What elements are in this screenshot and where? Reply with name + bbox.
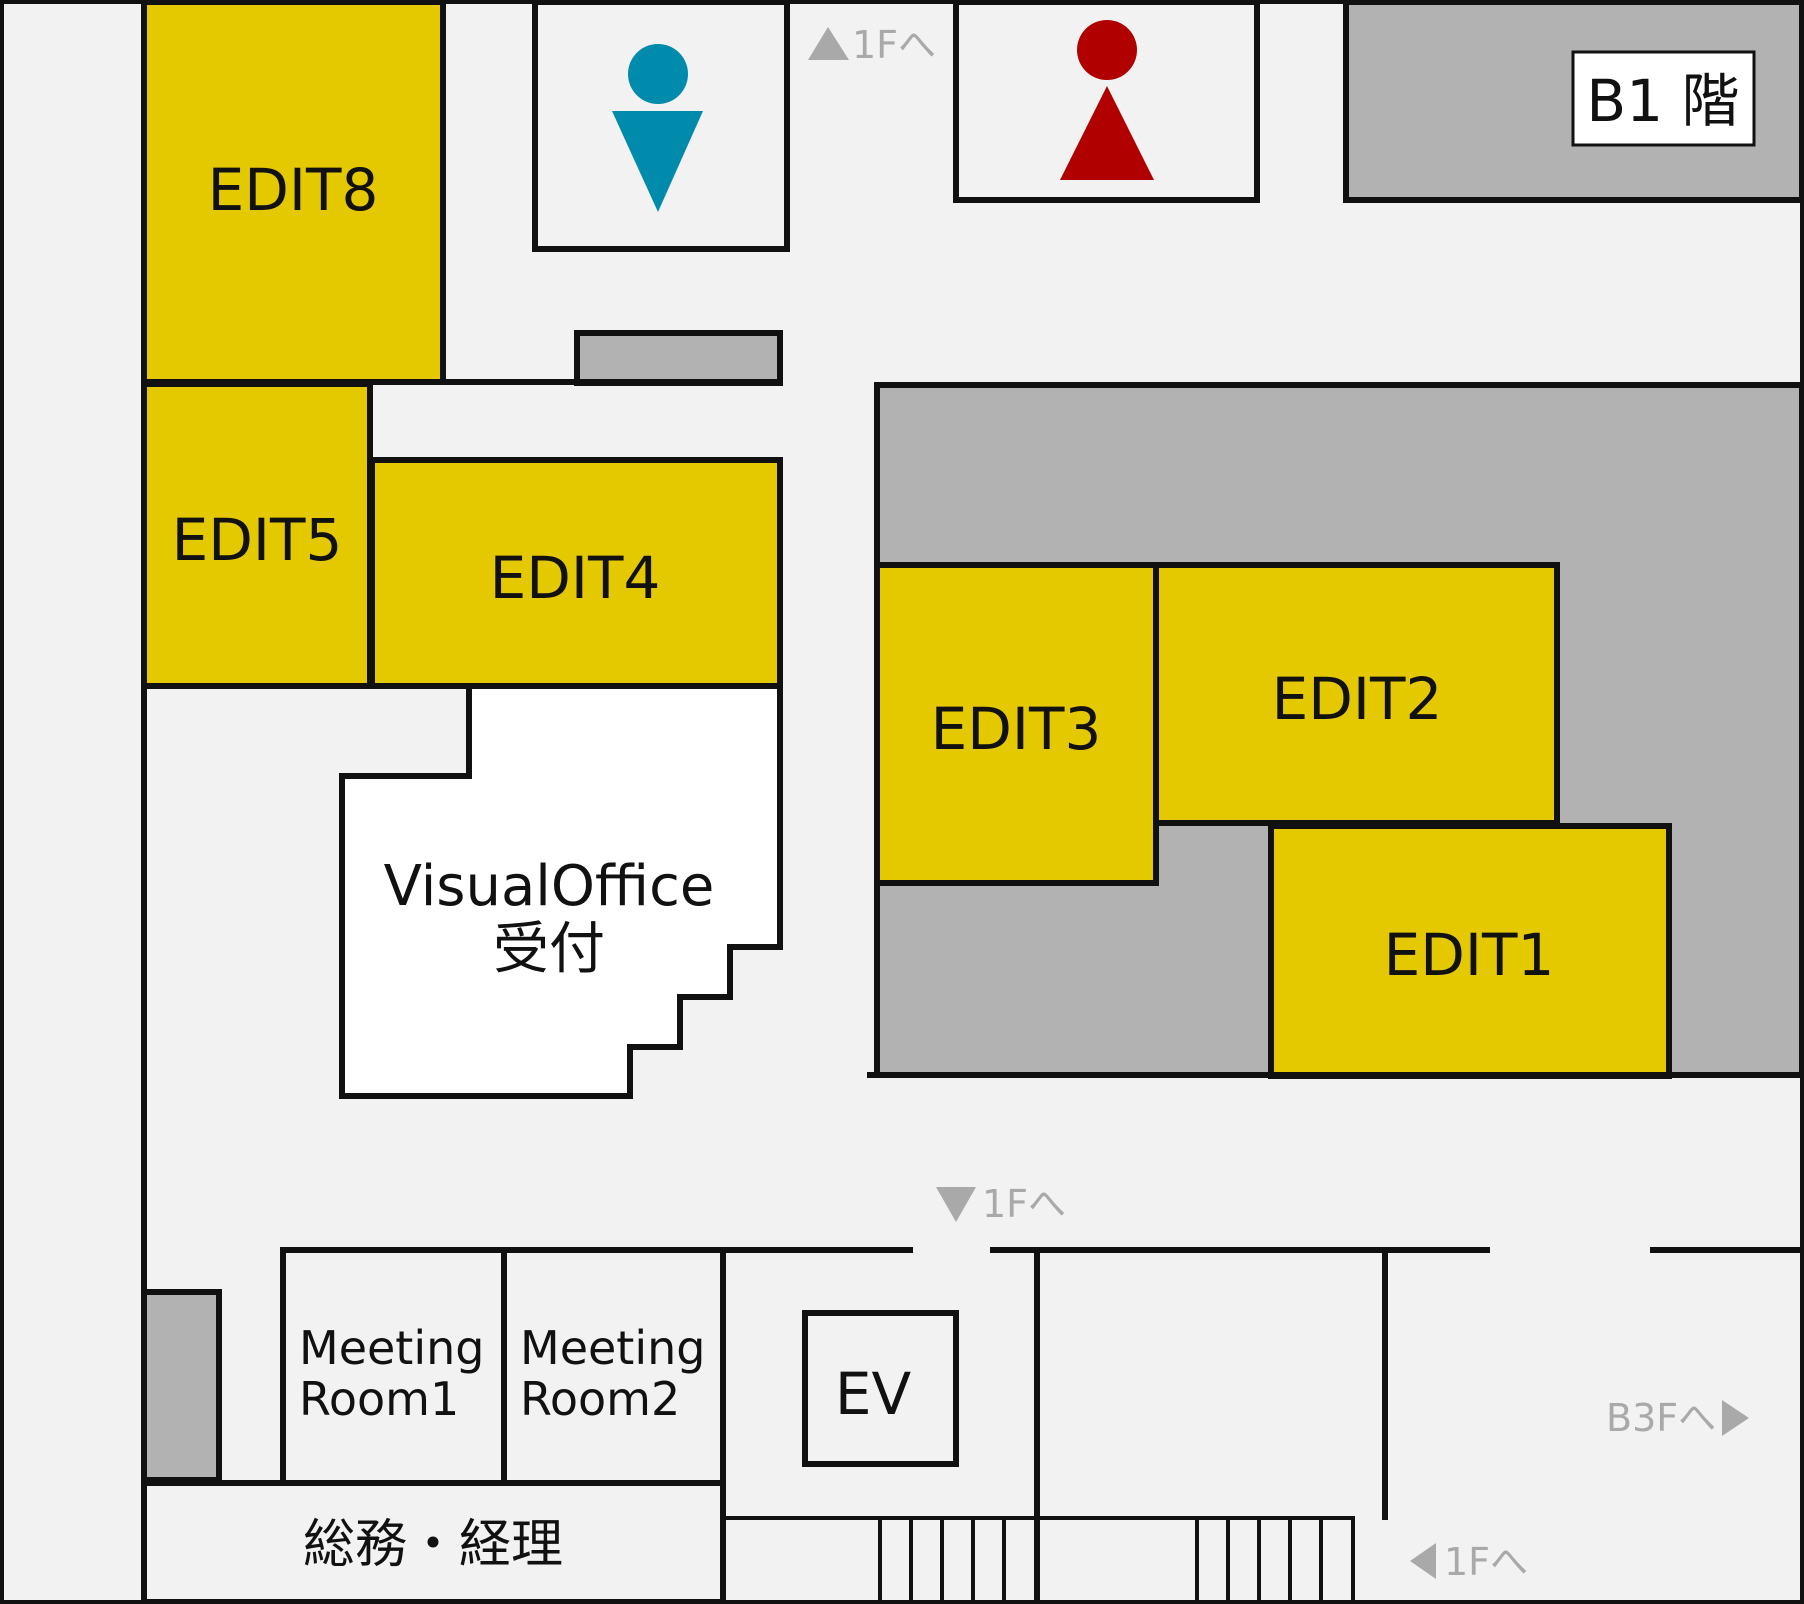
male-head: [628, 44, 688, 104]
triangle-right-icon: [1722, 1400, 1749, 1436]
female-head: [1077, 20, 1137, 80]
male-body: [612, 111, 703, 212]
triangle-left-icon: [1410, 1543, 1436, 1579]
floor-label-box: [1571, 50, 1756, 147]
room-edit4: [369, 457, 783, 689]
elevator-label: EV: [835, 1360, 912, 1428]
triangle-down-icon: [936, 1187, 976, 1222]
meeting-room-1-label-line2: Room1: [299, 1372, 459, 1426]
stairs-down-marker: 1Fへ: [936, 1182, 1066, 1226]
room-edit3-label: EDIT3: [931, 695, 1102, 763]
room-edit3: [874, 562, 1159, 886]
stairs-right-label: B3Fへ: [1606, 1396, 1716, 1440]
stairs-up-marker: 1Fへ: [808, 23, 936, 67]
female-body: [1060, 86, 1154, 180]
room-edit2: [1153, 562, 1560, 826]
room-edit1: [1268, 823, 1672, 1079]
female-restroom-icon: [1060, 20, 1154, 180]
meeting-room-2: [501, 1247, 726, 1486]
stairs-down-label: 1Fへ: [982, 1182, 1066, 1226]
room-edit1-label: EDIT1: [1384, 921, 1555, 989]
reception-label-line1: VisualOffice: [384, 854, 715, 919]
meeting-room-1-label-line1: Meeting: [299, 1321, 484, 1375]
room-edit4-label: EDIT4: [490, 544, 661, 612]
room-edit2-label: EDIT2: [1272, 665, 1443, 733]
walls: [141, 2, 1802, 1602]
triangle-up-icon: [808, 27, 849, 60]
reception-label-line2: 受付: [493, 917, 605, 982]
gray-area-bottom-left: [141, 1289, 222, 1483]
stairs-left-marker: 1Fへ: [1410, 1540, 1528, 1584]
male-restroom-icon: [612, 44, 703, 212]
floor-label: B1 階: [1586, 67, 1739, 135]
meeting-room-2-label-line1: Meeting: [520, 1321, 705, 1375]
meeting-room-1: [280, 1247, 507, 1486]
elevator-box: [802, 1310, 959, 1467]
gray-area-small-block: [574, 330, 783, 386]
meeting-room-2-label-line2: Room2: [520, 1372, 680, 1426]
room-edit8-label: EDIT8: [208, 156, 379, 224]
stairs-right-marker: B3Fへ: [1606, 1396, 1749, 1440]
stairs-up-label: 1Fへ: [852, 23, 936, 67]
reception-area: [339, 686, 783, 1099]
room-edit5-label: EDIT5: [172, 506, 343, 574]
stairs-left-label: 1Fへ: [1444, 1540, 1528, 1584]
general-affairs-label: 総務・経理: [303, 1515, 563, 1575]
